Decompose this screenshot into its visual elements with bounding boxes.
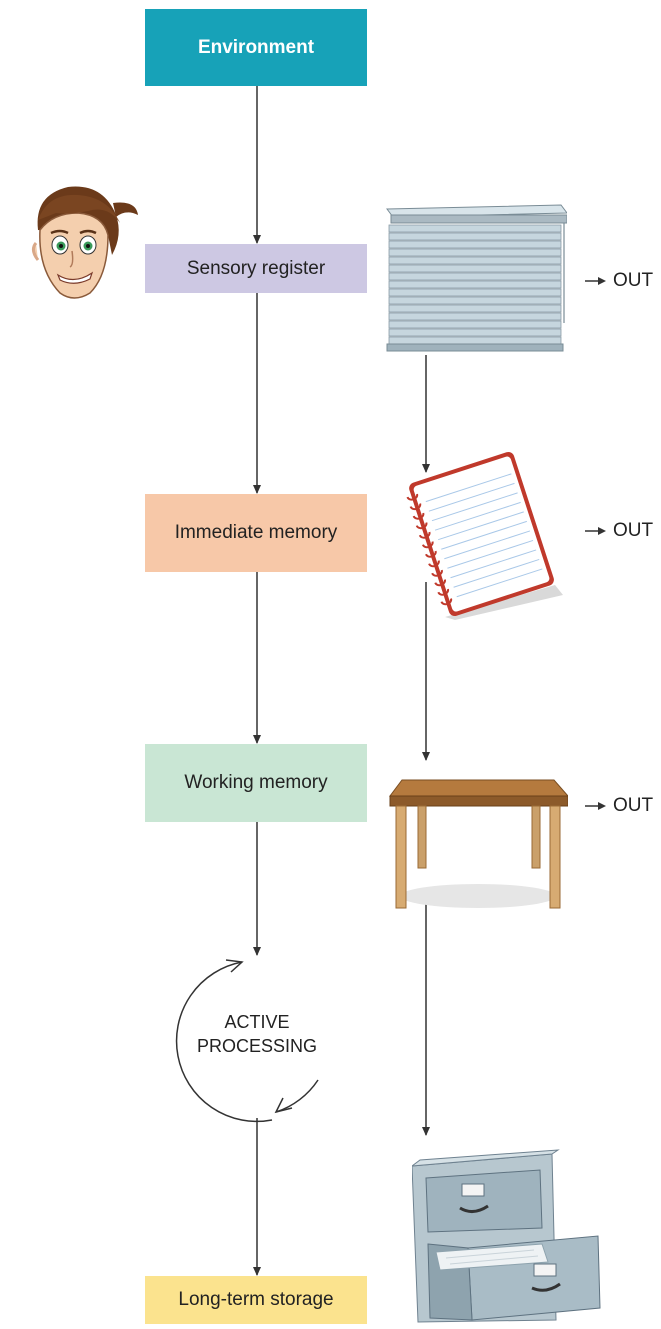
sensory-register-label: Sensory register (186, 257, 326, 279)
out-arrow-icon (585, 527, 606, 535)
long-term-storage-label: Long-term storage (178, 1289, 334, 1310)
out-label-immediate: OUT (585, 520, 653, 542)
environment-box: Environment (145, 9, 367, 86)
out-arrow-icon (585, 802, 606, 810)
active-processing-line2: PROCESSING (196, 1036, 318, 1056)
immediate-memory-label: Immediate memory (174, 522, 338, 543)
immediate-memory-box: Immediate memory (145, 494, 367, 572)
long-term-storage-box: Long-term storage (145, 1276, 367, 1324)
working-memory-label: Working memory (184, 772, 328, 793)
sensory-register-box: Sensory register (145, 244, 367, 293)
environment-label: Environment (197, 36, 315, 58)
window-blinds-icon (386, 204, 567, 352)
out-arrow-icon (585, 277, 606, 285)
person-face-icon (31, 186, 138, 299)
out-text: OUT (613, 795, 654, 816)
wooden-table-icon (389, 779, 568, 909)
out-text: OUT (613, 520, 654, 541)
out-label-working: OUT (585, 795, 653, 817)
out-text: OUT (613, 270, 654, 291)
active-processing-label: ACTIVE PROCESSING (182, 1010, 332, 1058)
active-processing-line1: ACTIVE (224, 1012, 290, 1032)
out-label-sensory: OUT (585, 270, 653, 292)
working-memory-box: Working memory (145, 744, 367, 822)
active-processing-cycle (175, 959, 319, 1123)
spiral-notepad-icon (406, 452, 563, 620)
filing-cabinet-icon (412, 1149, 601, 1323)
